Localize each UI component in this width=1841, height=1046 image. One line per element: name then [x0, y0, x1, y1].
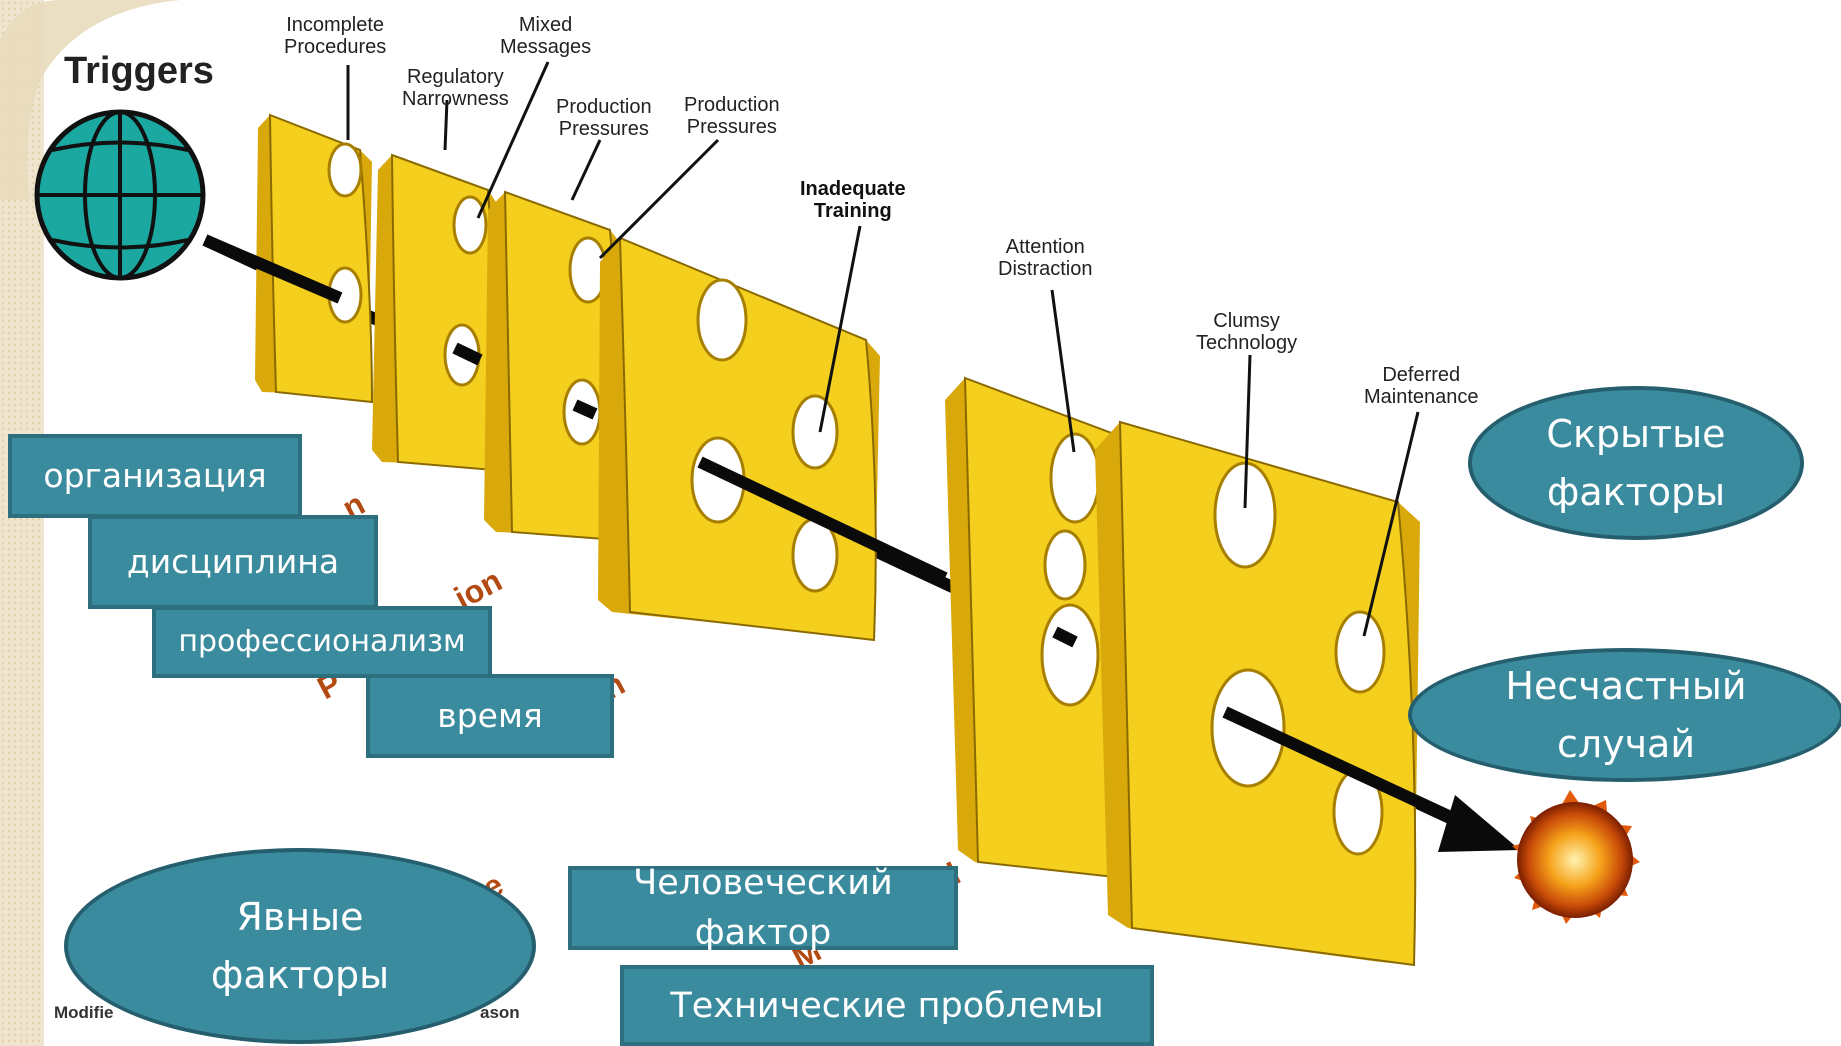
label-deferred-maintenance: Deferred Maintenance: [1364, 364, 1479, 408]
cheese-slice-2: [372, 155, 498, 470]
triggers-heading: Triggers: [64, 50, 214, 93]
label-production-pressures-1: Production Pressures: [556, 96, 652, 140]
box-organization: организация: [8, 434, 302, 518]
box-time: время: [366, 674, 614, 758]
cheese-slice-4: [598, 238, 880, 640]
oval-hidden-factors-text: Скрытые факторы: [1546, 405, 1725, 521]
oval-explicit-factors-text: Явные факторы: [211, 888, 389, 1004]
oval-accident-text: Несчастный случай: [1505, 657, 1746, 773]
oval-accident: Несчастный случай: [1408, 648, 1841, 782]
label-mixed-messages: Mixed Messages: [500, 14, 591, 58]
box-human-factor: Человеческий фактор: [568, 866, 958, 950]
box-technical-problems: Технические проблемы: [620, 965, 1154, 1046]
label-attention-distraction: Attention Distraction: [998, 236, 1092, 280]
box-organization-text: организация: [43, 454, 266, 498]
label-regulatory-narrowness: Regulatory Narrowness: [402, 66, 509, 110]
cheese-slice-1: [255, 115, 372, 402]
box-professionalism: профессионализм: [152, 606, 492, 678]
box-time-text: время: [437, 694, 542, 738]
box-human-factor-text: Человеческий фактор: [633, 858, 893, 958]
label-production-pressures-2: Production Pressures: [684, 94, 780, 138]
label-inadequate-training: Inadequate Training: [800, 178, 906, 222]
box-discipline: дисциплина: [88, 515, 378, 609]
box-discipline-text: дисциплина: [127, 540, 339, 584]
cheese-slice-6: [1095, 422, 1420, 965]
explosion-icon: [1512, 790, 1640, 924]
label-incomplete-procedures: Incomplete Procedures: [284, 14, 386, 58]
oval-hidden-factors: Скрытые факторы: [1468, 386, 1804, 540]
arrow-head: [1438, 795, 1520, 852]
box-professionalism-text: профессионализм: [178, 620, 465, 664]
box-technical-problems-text: Технические проблемы: [670, 984, 1103, 1028]
globe-icon: [37, 112, 203, 278]
oval-explicit-factors: Явные факторы: [64, 848, 536, 1044]
label-clumsy-technology: Clumsy Technology: [1196, 310, 1297, 354]
credit-left: Modifie: [54, 1003, 114, 1023]
